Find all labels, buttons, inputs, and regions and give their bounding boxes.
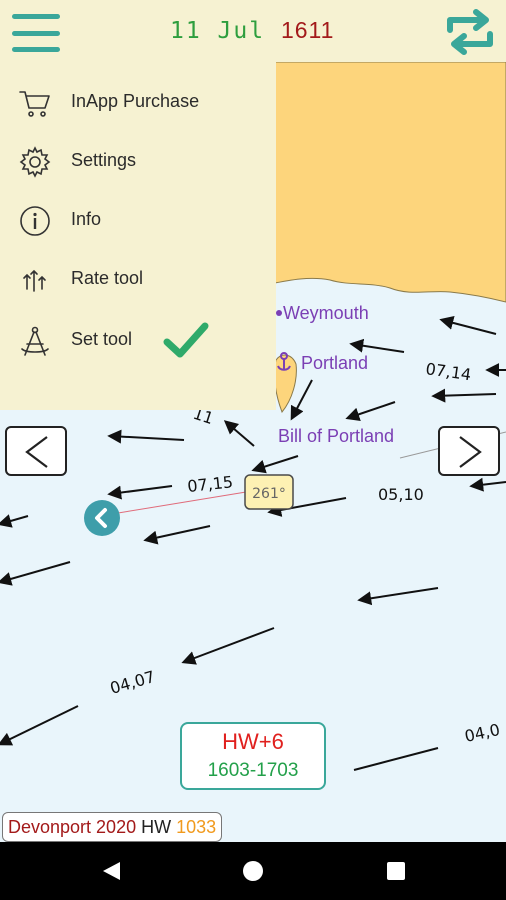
place-bill-of-portland: Bill of Portland <box>278 426 394 446</box>
hw-time: 1033 <box>176 817 217 837</box>
hw-time-range: 1603-1703 <box>207 760 299 781</box>
date-title: 11 Jul 1611 <box>170 17 334 44</box>
swap-arrows-icon[interactable] <box>444 8 496 56</box>
land-area <box>269 62 506 303</box>
previous-button[interactable] <box>5 426 67 476</box>
hw-label: HW <box>141 817 172 837</box>
menu-label: Set tool <box>71 329 133 349</box>
back-circle-icon[interactable] <box>83 499 121 537</box>
rate-label: 07,15 <box>186 472 234 496</box>
menu-item-info[interactable]: Info <box>0 194 276 246</box>
menu-item-settings[interactable]: Settings <box>0 135 276 187</box>
anchor-icon <box>277 352 291 371</box>
date-label: 11 Jul <box>170 18 266 44</box>
menu-icon[interactable] <box>12 14 60 52</box>
place-weymouth: Weymouth <box>283 303 369 323</box>
recents-square-icon[interactable] <box>386 861 406 881</box>
home-circle-icon[interactable] <box>242 860 264 882</box>
menu-label: Info <box>71 209 102 229</box>
rate-label: 05,10 <box>378 485 424 504</box>
menu-item-inapp-purchase[interactable]: InApp Purchase <box>0 76 276 128</box>
course-line <box>111 491 247 515</box>
weymouth-marker-icon <box>276 310 282 316</box>
compass-divider-icon <box>21 326 49 356</box>
rate-line <box>353 747 439 771</box>
port-info-strip: Devonport 2020 HW 1033 <box>2 812 223 842</box>
back-triangle-icon[interactable] <box>100 860 122 882</box>
system-nav-bar <box>0 842 506 900</box>
bearing-badge: 261° <box>244 474 294 510</box>
year-label: 1611 <box>280 17 335 43</box>
chevron-right-icon <box>459 436 482 468</box>
menu-item-set-tool[interactable]: Set tool <box>0 314 276 366</box>
cart-icon <box>19 91 50 117</box>
menu-item-rate-tool[interactable]: Rate tool <box>0 253 276 305</box>
port-name: Devonport 2020 <box>8 817 137 837</box>
menu-label: InApp Purchase <box>71 91 200 111</box>
next-button[interactable] <box>438 426 500 476</box>
tide-arrows <box>0 316 506 746</box>
gear-icon <box>19 146 51 178</box>
rate-arrows-icon <box>23 269 46 292</box>
menu-label: Rate tool <box>71 268 144 288</box>
chevron-left-icon <box>25 436 48 468</box>
checkmark-icon <box>163 322 209 358</box>
drawer-menu: InApp Purchase Settings Info Rate tool <box>0 62 276 410</box>
bearing-label: 261° <box>252 486 286 502</box>
place-portland: Portland <box>301 353 368 373</box>
info-icon <box>20 206 50 236</box>
high-water-box[interactable]: HW+6 1603-1703 <box>180 722 326 790</box>
menu-label: Settings <box>71 150 137 170</box>
hw-offset-label: HW+6 <box>222 729 284 754</box>
top-bar: 11 Jul 1611 <box>0 0 506 62</box>
